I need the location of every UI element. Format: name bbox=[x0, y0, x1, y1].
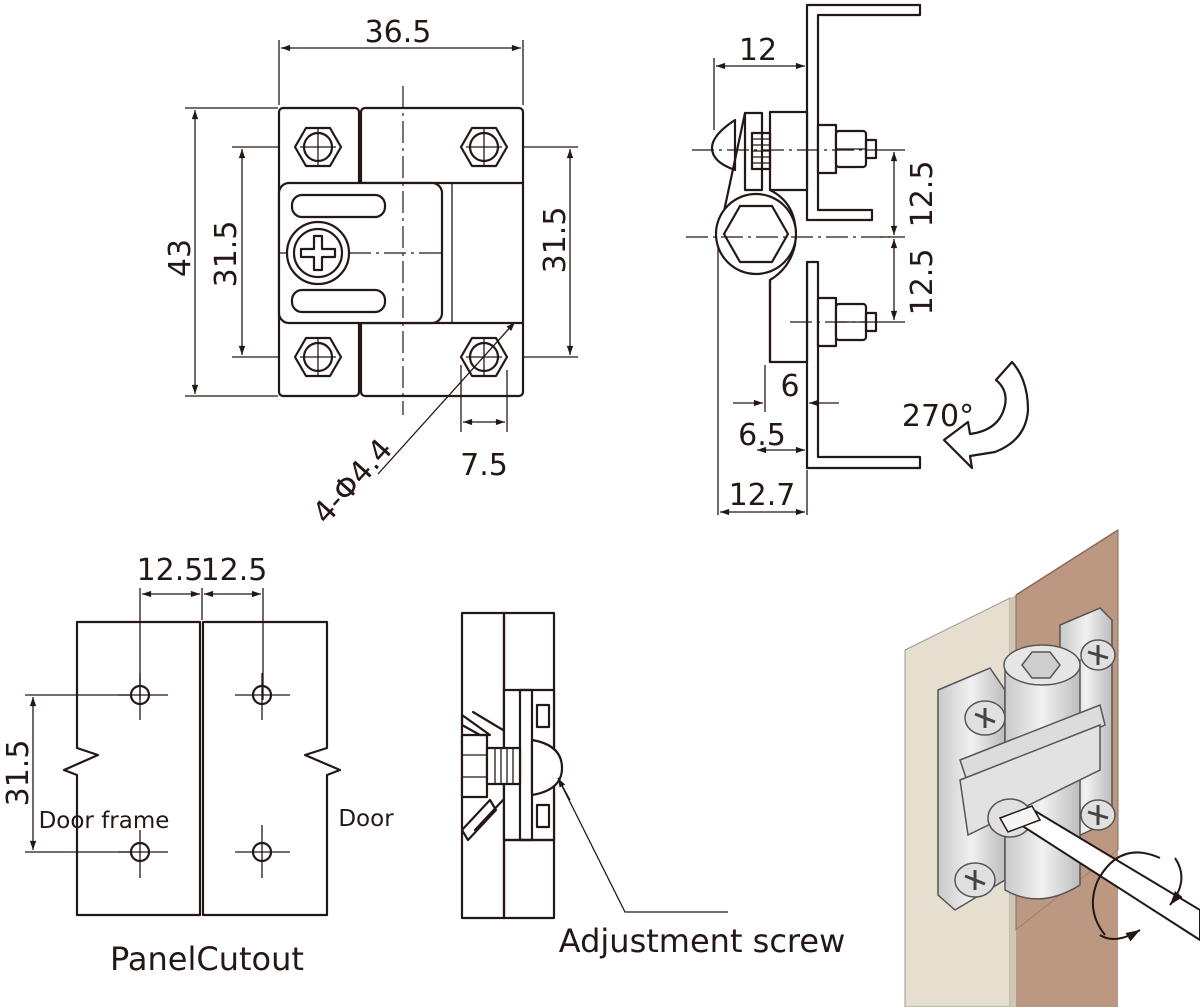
dim-b: 6.5 bbox=[738, 418, 786, 453]
dim-a: 6 bbox=[780, 369, 799, 404]
dim-vertical: 31.5 bbox=[1, 740, 36, 807]
hex-bolt-top-left bbox=[293, 126, 343, 168]
dim-upper-offset: 12.5 bbox=[905, 161, 940, 228]
section-view: Adjustment screw bbox=[460, 611, 845, 960]
rotation-arrow-icon bbox=[942, 360, 1030, 470]
front-view: 36.5 43 31.5 31.5 bbox=[163, 15, 578, 531]
dim-height: 43 bbox=[163, 239, 198, 277]
section-screw-head bbox=[530, 738, 564, 797]
hex-bolt-top-right bbox=[459, 126, 509, 168]
hex-bolt-bottom-left bbox=[293, 336, 343, 378]
dim-hole-pitch-right: 31.5 bbox=[538, 207, 573, 274]
phillips-screw-icon bbox=[285, 220, 351, 286]
door-frame-panel bbox=[62, 620, 202, 917]
label-door-frame: Door frame bbox=[39, 808, 170, 834]
label-door: Door bbox=[338, 806, 394, 832]
dim-hole-offset: 7.5 bbox=[460, 448, 508, 483]
dim-right: 12.5 bbox=[201, 553, 268, 588]
frame-bracket bbox=[805, 3, 922, 222]
rotation-label: 270° bbox=[902, 399, 974, 434]
dim-depth: 12 bbox=[739, 33, 777, 68]
dim-lower-offset: 12.5 bbox=[905, 249, 940, 316]
dim-total: 12.7 bbox=[729, 478, 796, 513]
isometric-illustration bbox=[904, 529, 1200, 1007]
dim-holes: 4-Φ4.4 bbox=[306, 432, 400, 531]
hex-pin-icon bbox=[722, 204, 790, 264]
iso-screw-icons bbox=[954, 639, 1116, 898]
iso-hex-pin-icon bbox=[1021, 651, 1061, 679]
caption-panel-cutout: PanelCutout bbox=[110, 940, 304, 978]
dim-hole-pitch-left: 31.5 bbox=[209, 221, 244, 288]
callout-adjustment-screw: Adjustment screw bbox=[559, 922, 845, 960]
cutout-holes bbox=[118, 673, 290, 878]
adjustment-screw-head bbox=[710, 118, 737, 172]
dim-left: 12.5 bbox=[137, 553, 204, 588]
dim-width: 36.5 bbox=[365, 15, 432, 50]
side-view: 12 12.5 12.5 6 6.5 12.7 270° bbox=[686, 3, 1030, 516]
door-bracket bbox=[805, 260, 922, 470]
panel-cutout: 12.5 12.5 31.5 Door frame Door PanelCuto… bbox=[1, 553, 394, 978]
door-panel bbox=[201, 620, 342, 917]
